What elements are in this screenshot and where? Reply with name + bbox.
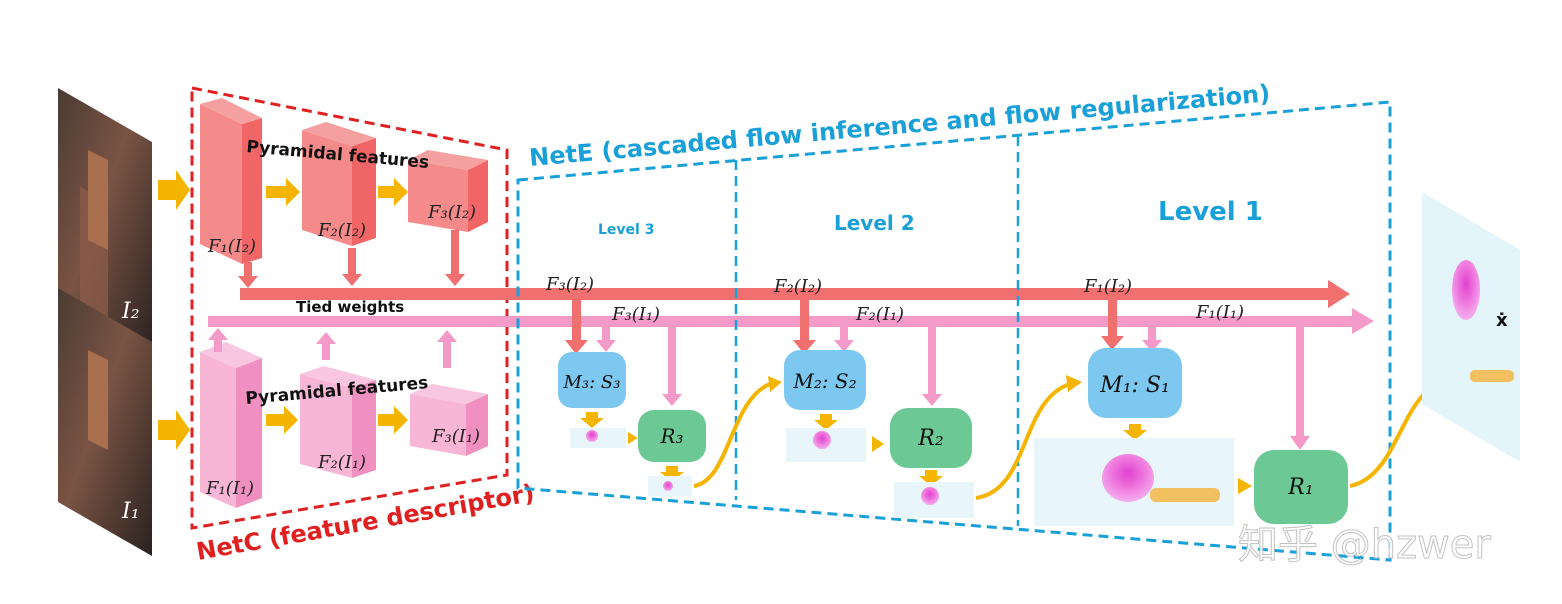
level1-to-reg-arrow bbox=[1238, 478, 1252, 494]
label-f2-i2: F₂(I₂) bbox=[317, 220, 366, 241]
watermark: 知乎 @hzwer bbox=[1238, 522, 1491, 568]
nete-box bbox=[516, 100, 1392, 562]
feature-block-f1-i2 bbox=[200, 98, 262, 264]
label-f1-i2: F₁(I₂) bbox=[207, 236, 256, 257]
pink-feature-line bbox=[208, 316, 1354, 327]
output-label: ẋ bbox=[1496, 310, 1508, 331]
level3-out-blob bbox=[663, 481, 673, 491]
matching-box-level2 bbox=[784, 350, 866, 410]
level1-in-bottom: F₁(I₁) bbox=[1195, 302, 1244, 323]
level2-title: Level 2 bbox=[834, 211, 915, 235]
arrow-bottom-1 bbox=[266, 406, 298, 434]
label-f1-i1: F₁(I₁) bbox=[205, 478, 254, 499]
level2-flow-blob bbox=[813, 431, 831, 449]
level3-matching: M₃: S₃ bbox=[563, 372, 621, 393]
level1-flow-arrow bbox=[1123, 424, 1147, 440]
level3-flow-image bbox=[570, 428, 626, 448]
level2-out-arrow bbox=[919, 470, 943, 486]
label-f3-i1: F₃(I₁) bbox=[431, 426, 480, 447]
feature-block-f2-i1 bbox=[300, 366, 376, 478]
reg-box-level1 bbox=[1254, 450, 1348, 524]
red-line-head bbox=[1328, 280, 1350, 308]
arrow-top-2 bbox=[378, 178, 408, 206]
red-feature-line bbox=[240, 288, 1330, 300]
level2-regularization: R₂ bbox=[917, 426, 943, 451]
level3-in-top: F₃(I₂) bbox=[545, 274, 594, 295]
arrow-bottom-2 bbox=[378, 406, 408, 434]
reg-box-level2 bbox=[890, 408, 972, 468]
level2-in-top: F₂(I₂) bbox=[773, 276, 822, 297]
level3-to-level2-curve bbox=[693, 382, 771, 488]
feature-block-f3-i2 bbox=[408, 150, 488, 232]
level2-out-blob bbox=[921, 487, 939, 505]
level2-matching: M₂: S₂ bbox=[792, 369, 856, 393]
level3-arrow-bottom bbox=[596, 327, 682, 406]
level2-flow-arrow bbox=[814, 414, 838, 430]
level1-title: Level 1 bbox=[1158, 197, 1263, 227]
level3-flow-blob bbox=[586, 430, 598, 442]
output-flow-image bbox=[1422, 192, 1520, 462]
level1-flow-arm bbox=[1150, 488, 1220, 502]
level1-arrow-top bbox=[1101, 300, 1124, 350]
level1-flow-blob bbox=[1102, 454, 1154, 502]
level3-out-arrow bbox=[660, 466, 684, 482]
label-f2-i1: F₂(I₁) bbox=[317, 452, 366, 473]
matching-box-level3 bbox=[558, 352, 626, 408]
level1-in-top: F₁(I₂) bbox=[1083, 276, 1132, 297]
level2-arrow-top bbox=[793, 300, 816, 354]
up-arrows-pink bbox=[208, 328, 457, 368]
input-arrow-bottom bbox=[158, 410, 190, 450]
level3-curve-head bbox=[768, 376, 782, 392]
feature-block-f2-i2 bbox=[302, 122, 376, 246]
level2-to-level1-curve bbox=[975, 382, 1071, 500]
level3-in-bottom: F₃(I₁) bbox=[611, 304, 660, 325]
input-image-i1: I₁ bbox=[58, 288, 152, 556]
down-arrows-red bbox=[238, 230, 465, 288]
level3-to-reg-arrow bbox=[628, 432, 638, 444]
matching-box-level1 bbox=[1088, 348, 1182, 418]
level2-arrow-bottom bbox=[834, 327, 942, 406]
input-label-i1: I₁ bbox=[121, 499, 140, 524]
label-f3-i2: F₃(I₂) bbox=[427, 202, 476, 223]
nete-title: NetE (cascaded flow inference and flow r… bbox=[528, 79, 1271, 172]
level3-flow-arrow bbox=[580, 412, 604, 428]
input-label-i2: I₂ bbox=[121, 299, 140, 324]
level2-in-bottom: F₂(I₁) bbox=[855, 304, 904, 325]
reg-box-level3 bbox=[638, 410, 706, 462]
netc-box bbox=[190, 86, 509, 530]
level1-regularization: R₁ bbox=[1287, 475, 1313, 500]
level3-arrow-top bbox=[565, 300, 588, 354]
arrow-top-1 bbox=[266, 178, 300, 206]
level1-arrow-bottom bbox=[1142, 327, 1310, 450]
level2-to-reg-arrow bbox=[872, 436, 884, 452]
feature-block-f1-i1 bbox=[200, 342, 262, 508]
level1-matching: M₁: S₁ bbox=[1099, 373, 1170, 398]
level2-curve-head bbox=[1066, 375, 1082, 392]
tied-weights-label: Tied weights bbox=[296, 298, 404, 316]
feature-block-f3-i1 bbox=[410, 384, 488, 456]
pink-line-head bbox=[1352, 308, 1374, 334]
level3-regularization: R₃ bbox=[659, 424, 683, 448]
level3-title: Level 3 bbox=[598, 222, 654, 238]
input-arrow-top bbox=[158, 170, 190, 210]
input-image-i2: I₂ bbox=[58, 88, 152, 356]
